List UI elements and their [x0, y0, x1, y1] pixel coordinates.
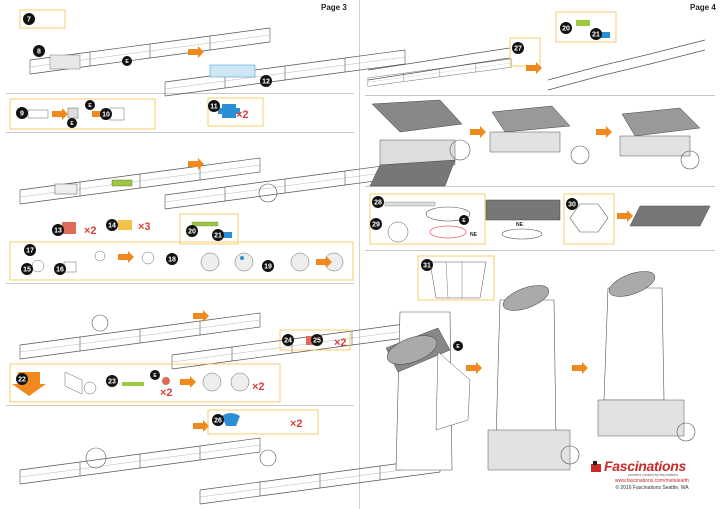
svg-text:9: 9	[20, 111, 24, 118]
svg-text:E: E	[456, 344, 460, 350]
svg-text:×2: ×2	[334, 337, 347, 349]
section-divider	[6, 132, 354, 133]
fascinations-logo-icon	[591, 461, 601, 472]
svg-text:×2: ×2	[84, 225, 97, 237]
svg-text:×3: ×3	[138, 221, 151, 233]
svg-text:29: 29	[372, 222, 380, 229]
svg-text:21: 21	[592, 32, 600, 39]
step-24-25-row	[19, 310, 413, 370]
page-3-label: Page 3	[321, 3, 347, 12]
svg-text:19: 19	[264, 264, 272, 271]
svg-text:E: E	[153, 373, 157, 379]
step-28-30-row	[369, 193, 711, 245]
svg-text:24: 24	[284, 338, 292, 345]
section-divider	[365, 186, 715, 187]
step-9-row	[9, 98, 156, 130]
section-divider	[365, 95, 715, 96]
step-13-14-row	[19, 157, 406, 245]
svg-text:20: 20	[188, 229, 196, 236]
svg-text:28: 28	[374, 200, 382, 207]
step-27-row	[367, 11, 706, 91]
svg-text:12: 12	[262, 79, 270, 86]
svg-text:NE: NE	[470, 232, 478, 238]
step-15-19-row	[9, 241, 354, 281]
svg-text:E: E	[70, 121, 74, 127]
svg-text:30: 30	[568, 202, 576, 209]
svg-text:14: 14	[108, 223, 116, 230]
step-7-row	[19, 9, 406, 127]
copyright-text: © 2016 Fascinations Seattle, WA	[615, 485, 689, 491]
brand-name: Fascinations	[604, 458, 686, 474]
svg-text:31: 31	[423, 263, 431, 270]
section-divider	[6, 93, 354, 94]
svg-text:15: 15	[23, 267, 31, 274]
brand-url[interactable]: www.fascinations.com/metalearth	[614, 478, 690, 484]
section-divider	[6, 405, 354, 406]
fascinations-logo: Fascinations wonders created by fascinat…	[588, 458, 718, 503]
svg-text:23: 23	[108, 379, 116, 386]
page-4-label: Page 4	[690, 3, 716, 12]
svg-text:26: 26	[214, 418, 222, 425]
svg-text:22: 22	[18, 377, 26, 384]
base-assembly-row	[369, 99, 701, 187]
step-badges-page-4: 20 21 27 28 29 30 31 E E NE NE	[370, 22, 602, 351]
svg-text:E: E	[88, 103, 92, 109]
svg-text:E: E	[125, 59, 129, 65]
svg-text:25: 25	[313, 338, 321, 345]
svg-text:8: 8	[37, 49, 41, 56]
svg-text:×2: ×2	[252, 381, 265, 393]
svg-text:17: 17	[26, 248, 34, 255]
multiplier-x2: ×2	[236, 109, 249, 121]
svg-text:10: 10	[102, 112, 110, 119]
step-badges-page-3: 7 8 E 9 E E 10 11 12 13 14 15 16 17 18 1…	[16, 13, 323, 426]
svg-text:×2: ×2	[290, 418, 303, 430]
svg-text:27: 27	[514, 46, 522, 53]
svg-text:18: 18	[168, 257, 176, 264]
svg-text:11: 11	[210, 104, 218, 111]
svg-text:21: 21	[214, 233, 222, 240]
step-7-number: 7	[27, 17, 31, 24]
svg-text:13: 13	[54, 228, 62, 235]
step-31-telescope	[385, 255, 696, 471]
svg-text:×2: ×2	[160, 387, 173, 399]
brand-tagline: wonders created by fascinations	[628, 473, 678, 477]
svg-text:E: E	[462, 218, 466, 224]
section-divider	[6, 283, 354, 284]
step-26-row	[19, 409, 441, 505]
svg-text:20: 20	[562, 26, 570, 33]
section-divider	[365, 250, 715, 251]
page-divider	[359, 0, 360, 509]
svg-text:16: 16	[56, 267, 64, 274]
step-22-23-row	[9, 363, 281, 403]
svg-text:NE: NE	[516, 222, 524, 228]
